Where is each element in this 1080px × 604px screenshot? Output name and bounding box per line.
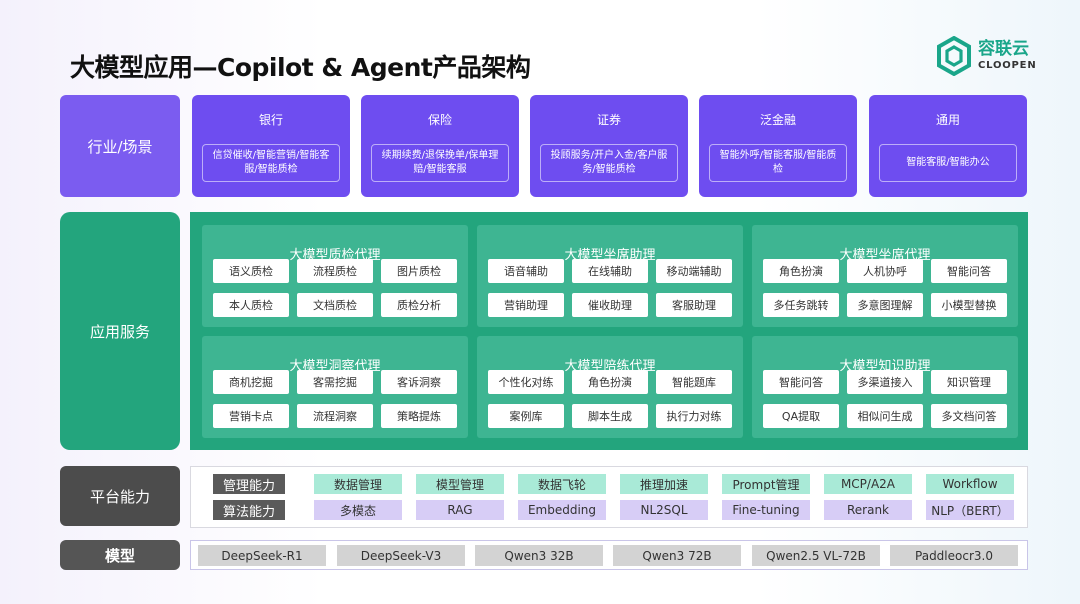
- mgmt-chip: 模型管理: [416, 474, 504, 494]
- agent-item: 多意图理解: [847, 293, 923, 317]
- industry-desc: 智能外呼/智能客服/智能质检: [709, 144, 847, 182]
- agent-item: 客服助理: [656, 293, 732, 317]
- agent-item: 智能问答: [931, 259, 1007, 283]
- algo-chip: Fine-tuning: [722, 500, 810, 520]
- agent-item: 客需挖掘: [297, 370, 373, 394]
- section-app-service: 应用服务: [60, 212, 180, 450]
- agent-item: 营销助理: [488, 293, 564, 317]
- algo-chip: RAG: [416, 500, 504, 520]
- industry-card-bank: 银行 信贷催收/智能营销/智能客服/智能质检: [192, 95, 350, 197]
- algo-chip: Rerank: [824, 500, 912, 520]
- agent-item: 商机挖掘: [213, 370, 289, 394]
- agent-item: 本人质检: [213, 293, 289, 317]
- agent-item: 角色扮演: [572, 370, 648, 394]
- agent-item: 在线辅助: [572, 259, 648, 283]
- industry-desc: 信贷催收/智能营销/智能客服/智能质检: [202, 144, 340, 182]
- industry-title: 证券: [596, 113, 621, 127]
- mgmt-chip: Prompt管理: [722, 474, 810, 494]
- agent-item: 催收助理: [572, 293, 648, 317]
- model-chip: Paddleocr3.0: [890, 545, 1018, 566]
- model-chip: Qwen3 72B: [613, 545, 741, 566]
- agent-item: 案例库: [488, 404, 564, 428]
- agent-item: 智能题库: [656, 370, 732, 394]
- algo-chip: NL2SQL: [620, 500, 708, 520]
- agent-item: 质检分析: [381, 293, 457, 317]
- model-chip: DeepSeek-V3: [337, 545, 465, 566]
- agent-item: 流程质检: [297, 259, 373, 283]
- logo-cn-text: 容联云: [978, 39, 1029, 59]
- industry-title: 银行: [258, 113, 283, 127]
- agent-item: QA提取: [763, 404, 839, 428]
- section-industry: 行业/场景: [60, 95, 180, 197]
- agent-item: 语义质检: [213, 259, 289, 283]
- agent-item: 智能问答: [763, 370, 839, 394]
- mgmt-chip: 数据管理: [314, 474, 402, 494]
- agent-item: 营销卡点: [213, 404, 289, 428]
- model-chip: DeepSeek-R1: [198, 545, 326, 566]
- agent-item: 小模型替换: [931, 293, 1007, 317]
- mgmt-chip: 数据飞轮: [518, 474, 606, 494]
- industry-desc: 续期续费/退保挽单/保单理赔/智能客服: [371, 144, 509, 182]
- agent-item: 语音辅助: [488, 259, 564, 283]
- mgmt-chip: Workflow: [926, 474, 1014, 494]
- agent-item: 客诉洞察: [381, 370, 457, 394]
- agent-item: 文档质检: [297, 293, 373, 317]
- industry-desc: 投顾服务/开户入金/客户服务/智能质检: [540, 144, 678, 182]
- model-panel: [190, 540, 1028, 570]
- agent-item: 多任务跳转: [763, 293, 839, 317]
- agent-item: 多渠道接入: [847, 370, 923, 394]
- model-chip: Qwen2.5 VL-72B: [752, 545, 880, 566]
- agent-item: 脚本生成: [572, 404, 648, 428]
- agent-item: 策略提炼: [381, 404, 457, 428]
- industry-title: 泛金融: [759, 113, 796, 127]
- agent-item: 角色扮演: [763, 259, 839, 283]
- industry-card-pan-finance: 泛金融 智能外呼/智能客服/智能质检: [699, 95, 857, 197]
- industry-desc: 智能客服/智能办公: [879, 144, 1017, 182]
- section-platform: 平台能力: [60, 466, 180, 526]
- logo-en-text: CLOOPEN: [978, 60, 1037, 71]
- agent-item: 相似问生成: [847, 404, 923, 428]
- agent-item: 知识管理: [931, 370, 1007, 394]
- logo: 容联云 CLOOPEN: [936, 36, 1037, 76]
- mgmt-chip: MCP/A2A: [824, 474, 912, 494]
- algo-capability-label: 算法能力: [213, 500, 285, 520]
- industry-card-general: 通用 智能客服/智能办公: [869, 95, 1027, 197]
- algo-chip: Embedding: [518, 500, 606, 520]
- section-model: 模型: [60, 540, 180, 570]
- agent-item: 多文档问答: [931, 404, 1007, 428]
- mgmt-chip: 推理加速: [620, 474, 708, 494]
- hexagon-logo-icon: [937, 36, 971, 76]
- mgmt-capability-label: 管理能力: [213, 474, 285, 494]
- page-title: 大模型应用—Copilot & Agent产品架构: [70, 53, 531, 82]
- agent-item: 流程洞察: [297, 404, 373, 428]
- agent-item: 执行力对练: [656, 404, 732, 428]
- industry-title: 保险: [427, 113, 452, 127]
- agent-item: 移动端辅助: [656, 259, 732, 283]
- industry-card-insurance: 保险 续期续费/退保挽单/保单理赔/智能客服: [361, 95, 519, 197]
- agent-item: 人机协呼: [847, 259, 923, 283]
- agent-item: 图片质检: [381, 259, 457, 283]
- algo-chip: 多模态: [314, 500, 402, 520]
- algo-chip: NLP（BERT）: [926, 500, 1014, 520]
- agent-item: 个性化对练: [488, 370, 564, 394]
- industry-card-securities: 证券 投顾服务/开户入金/客户服务/智能质检: [530, 95, 688, 197]
- industry-title: 通用: [935, 113, 960, 127]
- model-chip: Qwen3 32B: [475, 545, 603, 566]
